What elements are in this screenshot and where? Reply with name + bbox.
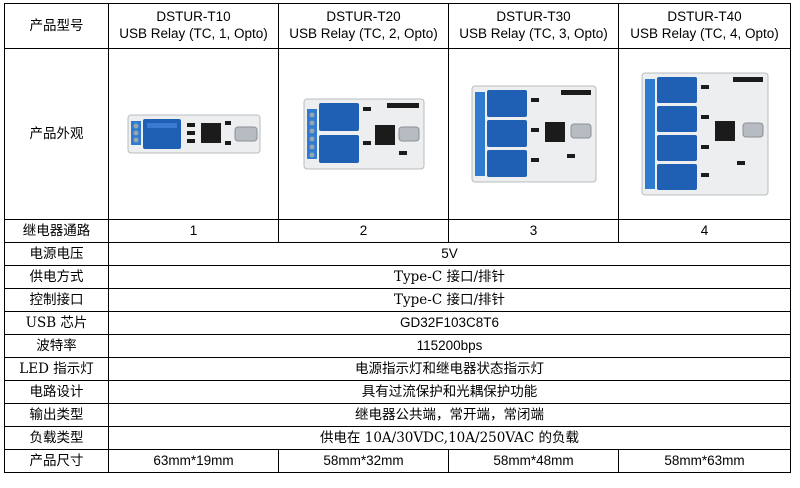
relay-channels-t30: 3 [448, 219, 619, 243]
row-label-baud-rate: 波特率 [4, 334, 109, 358]
board-photo-t20 [303, 98, 424, 170]
photo-cell-t30 [448, 48, 619, 220]
dimensions-t30: 58mm*48mm [448, 449, 619, 473]
row-label-appearance: 产品外观 [4, 48, 109, 220]
row-baud-rate: 波特率 115200bps [4, 334, 791, 358]
model-cell-t10: DSTUR-T10 USB Relay (TC, 1, Opto) [108, 3, 279, 49]
row-supply-voltage: 电源电压 5V [4, 242, 791, 266]
usb-chip-value: GD32F103C8T6 [108, 311, 791, 335]
row-label-control-interface: 控制接口 [4, 288, 109, 312]
model-subtitle: USB Relay (TC, 2, Opto) [289, 26, 438, 41]
row-label-circuit-design: 电路设计 [4, 380, 109, 404]
photo-cell-t10 [108, 48, 279, 220]
dimensions-t40: 58mm*63mm [618, 449, 791, 473]
row-circuit-design: 电路设计 具有过流保护和光耦保护功能 [4, 380, 791, 404]
board-photo-t10 [127, 114, 260, 154]
row-label-model: 产品型号 [4, 3, 109, 49]
row-output-type: 输出类型 继电器公共端，常开端，常闭端 [4, 403, 791, 427]
photo-cell-t40 [618, 48, 791, 220]
model-name: DSTUR-T30 [496, 9, 571, 25]
model-subtitle: USB Relay (TC, 3, Opto) [459, 26, 608, 41]
model-subtitle: USB Relay (TC, 1, Opto) [119, 26, 268, 41]
relay-channels-t40: 4 [618, 219, 791, 243]
row-label-relay-channels: 继电器通路 [4, 219, 109, 243]
led-indicator-value: 电源指示灯和继电器状态指示灯 [108, 357, 791, 381]
row-label-usb-chip: USB 芯片 [4, 311, 109, 335]
row-model: 产品型号 DSTUR-T10 USB Relay (TC, 1, Opto) D… [4, 3, 791, 49]
row-label-led-indicator: LED 指示灯 [4, 357, 109, 381]
board-photo-t30 [471, 85, 596, 183]
model-cell-t40: DSTUR-T40 USB Relay (TC, 4, Opto) [618, 3, 791, 49]
output-type-value: 继电器公共端，常开端，常闭端 [108, 403, 791, 427]
row-control-interface: 控制接口 Type-C 接口/排针 [4, 288, 791, 312]
photo-cell-t20 [278, 48, 449, 220]
relay-channels-t20: 2 [278, 219, 449, 243]
load-type-value: 供电在 10A/30VDC,10A/250VAC 的负载 [108, 426, 791, 450]
spec-table: 产品型号 DSTUR-T10 USB Relay (TC, 1, Opto) D… [4, 3, 791, 473]
baud-rate-value: 115200bps [108, 334, 791, 358]
power-method-value: Type-C 接口/排针 [108, 265, 791, 289]
model-name: DSTUR-T40 [667, 9, 742, 25]
row-led-indicator: LED 指示灯 电源指示灯和继电器状态指示灯 [4, 357, 791, 381]
dimensions-t10: 63mm*19mm [108, 449, 279, 473]
row-label-dimensions: 产品尺寸 [4, 449, 109, 473]
circuit-design-value: 具有过流保护和光耦保护功能 [108, 380, 791, 404]
row-power-method: 供电方式 Type-C 接口/排针 [4, 265, 791, 289]
model-cell-t30: DSTUR-T30 USB Relay (TC, 3, Opto) [448, 3, 619, 49]
row-label-load-type: 负载类型 [4, 426, 109, 450]
board-photo-t40 [641, 72, 768, 196]
supply-voltage-value: 5V [108, 242, 791, 266]
relay-channels-t10: 1 [108, 219, 279, 243]
row-label-supply-voltage: 电源电压 [4, 242, 109, 266]
dimensions-t20: 58mm*32mm [278, 449, 449, 473]
model-subtitle: USB Relay (TC, 4, Opto) [630, 26, 779, 41]
row-load-type: 负载类型 供电在 10A/30VDC,10A/250VAC 的负载 [4, 426, 791, 450]
row-usb-chip: USB 芯片 GD32F103C8T6 [4, 311, 791, 335]
model-name: DSTUR-T10 [156, 9, 231, 25]
row-label-output-type: 输出类型 [4, 403, 109, 427]
row-appearance: 产品外观 [4, 48, 791, 220]
model-cell-t20: DSTUR-T20 USB Relay (TC, 2, Opto) [278, 3, 449, 49]
row-dimensions: 产品尺寸 63mm*19mm 58mm*32mm 58mm*48mm 58mm*… [4, 449, 791, 473]
control-interface-value: Type-C 接口/排针 [108, 288, 791, 312]
row-label-power-method: 供电方式 [4, 265, 109, 289]
row-relay-channels: 继电器通路 1 2 3 4 [4, 219, 791, 243]
model-name: DSTUR-T20 [326, 9, 401, 25]
